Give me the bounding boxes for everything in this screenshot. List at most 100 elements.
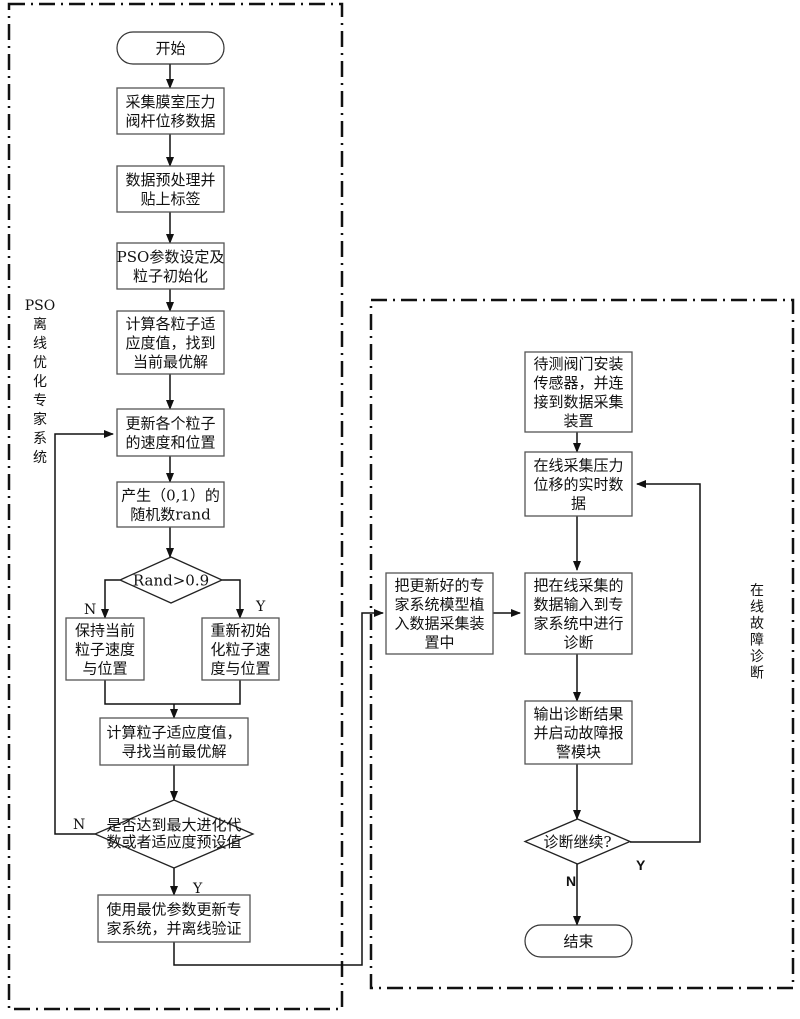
node-label-line: 诊断 (563, 633, 593, 651)
node-shape (116, 87, 225, 135)
edge-label-rand-no: N (84, 602, 96, 618)
node-label-line: 置中 (424, 633, 454, 651)
node-label-line: 计算粒子适应度值， (106, 723, 241, 741)
node-label-line: Rand>0.9 (133, 571, 209, 589)
region-title-char: 化 (33, 374, 47, 390)
node-shape (524, 351, 633, 433)
node-label-line: 使用最优参数更新专 (106, 900, 241, 918)
node-label-line: 更新各个粒子 (125, 414, 215, 432)
region-title-char: 家 (33, 411, 47, 428)
node-label-line: 在线采集压力 (533, 456, 623, 474)
node-label-line: 保持当前 (75, 621, 135, 639)
node-shape (524, 572, 633, 655)
node-shape (524, 924, 633, 958)
node-shape (116, 310, 225, 375)
node-shape (116, 481, 225, 528)
offline-region-border (7, 2, 344, 1011)
node-label-line: 阀杆位移数据 (125, 112, 215, 130)
node-label-line: 输出诊断结果 (533, 705, 623, 723)
node-label-line: 待测阀门安装 (533, 355, 623, 373)
region-title-char: 障 (750, 633, 764, 649)
region-title-char: 专 (33, 393, 47, 409)
node-label-line: 接到数据采集 (533, 393, 623, 411)
node-label-line: 重新初始 (210, 621, 270, 639)
edges (54, 64, 701, 966)
node-shape (99, 717, 249, 766)
online-region-title: 在线故障诊断 (750, 583, 764, 682)
node-shape (118, 556, 224, 604)
edge-label-rand-yes: Y (255, 599, 266, 615)
node-label-line: 粒子初始化 (133, 267, 208, 285)
node-label-line: 是否达到最大进化代 (106, 816, 241, 834)
node-label-line: 寻找当前最优解 (121, 742, 226, 760)
node-label-line: 化粒子速 (210, 640, 270, 658)
node-shape (201, 617, 280, 681)
node-label-line: 开始 (155, 39, 185, 57)
node-shape (116, 165, 225, 213)
node-label-line: 把在线采集的 (533, 576, 623, 594)
edge-label-max-yes: Y (192, 881, 203, 897)
region-title-char: 离 (33, 316, 47, 333)
node-shape (97, 894, 251, 943)
node-label-line: 应度值，找到 (125, 334, 215, 352)
node-label-line: 家系统模型植 (394, 595, 484, 613)
node-label-line: 警模块 (556, 743, 601, 761)
node-label-line: 计算各粒子适 (125, 315, 215, 333)
node-label-line: 入数据采集装 (394, 614, 484, 632)
region-title-char: 统 (33, 450, 47, 466)
node-label-line: 家系统中进行 (533, 614, 623, 632)
node-shape (523, 818, 632, 865)
node-label-line: 装置 (563, 412, 593, 430)
node-label-line: 并启动故障报 (533, 724, 623, 742)
node-shape (524, 451, 633, 517)
edge-updateexpert-implant (173, 609, 384, 966)
region-title-char: 故 (750, 616, 764, 632)
edge-check-keep (101, 579, 120, 619)
node-start: 开始 (116, 31, 225, 65)
edge-check-reinit (222, 579, 244, 619)
node-shape (116, 408, 225, 457)
node-shape (65, 617, 145, 681)
node-label-line: 数据输入到专 (533, 595, 623, 613)
node-label-line: 度与位置 (210, 659, 270, 677)
region-title-char: 诊 (750, 649, 764, 665)
node-end: 结束 (524, 924, 633, 958)
region-title-char: 断 (750, 666, 764, 682)
node-label-line: 粒子速度 (75, 640, 135, 658)
region-title-char: 系 (33, 431, 47, 447)
edge-label-continue-yes: Y (636, 857, 646, 873)
node-label-line: 随机数rand (130, 505, 211, 523)
node-calc-fitness2: 计算粒子适应度值，寻找当前最优解 (99, 717, 249, 766)
node-label-line: 与位置 (82, 659, 127, 677)
node-label-line: 数或者适应度预设值 (106, 833, 241, 851)
region-title-char: 在 (750, 583, 764, 599)
node-label-line: 当前最优解 (133, 353, 208, 371)
edge-keep-merge (104, 680, 241, 705)
node-label-line: PSO参数设定及 (117, 248, 225, 266)
node-label-line: 位移的实时数 (533, 475, 623, 493)
node-shape (524, 700, 633, 765)
edge-label-max-no: N (73, 817, 85, 833)
node-label-line: 贴上标签 (140, 190, 200, 208)
region-title-char: 线 (750, 600, 764, 616)
region-title-char: PSO (25, 298, 56, 314)
online-region-border (369, 298, 795, 990)
node-shape (116, 31, 225, 65)
region-title-char: 优 (33, 355, 47, 371)
